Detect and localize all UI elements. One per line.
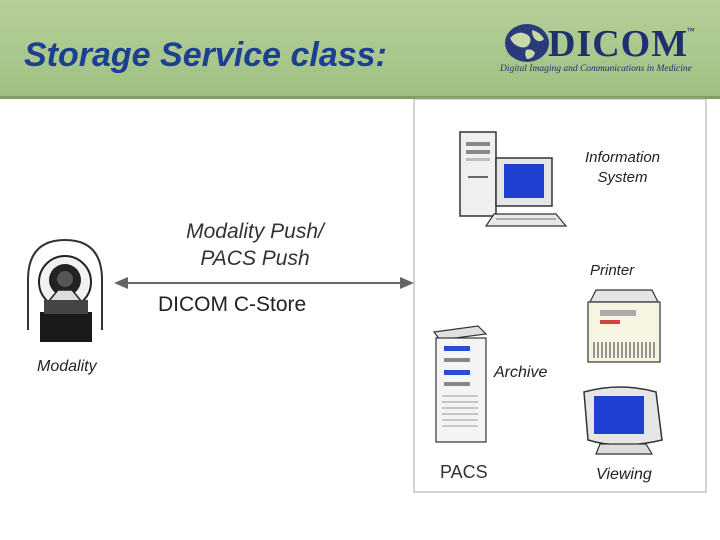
push-label-line2: PACS Push <box>200 247 310 270</box>
logo-subtitle: Digital Imaging and Communications in Me… <box>500 64 692 74</box>
modality-label: Modality <box>37 358 97 375</box>
info-label-line1: Information <box>584 149 661 166</box>
cstore-label: DICOM C-Store <box>158 293 307 316</box>
push-label: Modality Push/ PACS Push <box>150 218 360 272</box>
page-title: Storage Service class: <box>24 36 387 74</box>
header-divider <box>0 96 720 99</box>
computer-icon <box>459 131 568 227</box>
cstore-arrow <box>114 277 414 289</box>
dicom-logo: DICOM ™ Digital Imaging and Communicatio… <box>496 14 706 80</box>
information-system-label: Information System <box>575 148 670 188</box>
pacs-label: PACS <box>440 462 488 482</box>
monitor-icon <box>583 386 663 455</box>
server-icon <box>432 325 488 443</box>
globe-icon <box>505 24 549 62</box>
printer-icon <box>587 289 661 363</box>
viewing-label: Viewing <box>596 466 652 483</box>
pacs-region <box>413 98 707 493</box>
printer-label: Printer <box>590 262 635 279</box>
push-label-line1: Modality Push/ <box>186 220 324 243</box>
info-label-line2: System <box>597 169 648 186</box>
logo-trademark: ™ <box>686 26 695 36</box>
archive-label: Archive <box>494 364 548 381</box>
header-bar <box>0 0 720 97</box>
scanner-icon <box>27 238 103 342</box>
logo-wordmark: DICOM <box>548 23 689 65</box>
